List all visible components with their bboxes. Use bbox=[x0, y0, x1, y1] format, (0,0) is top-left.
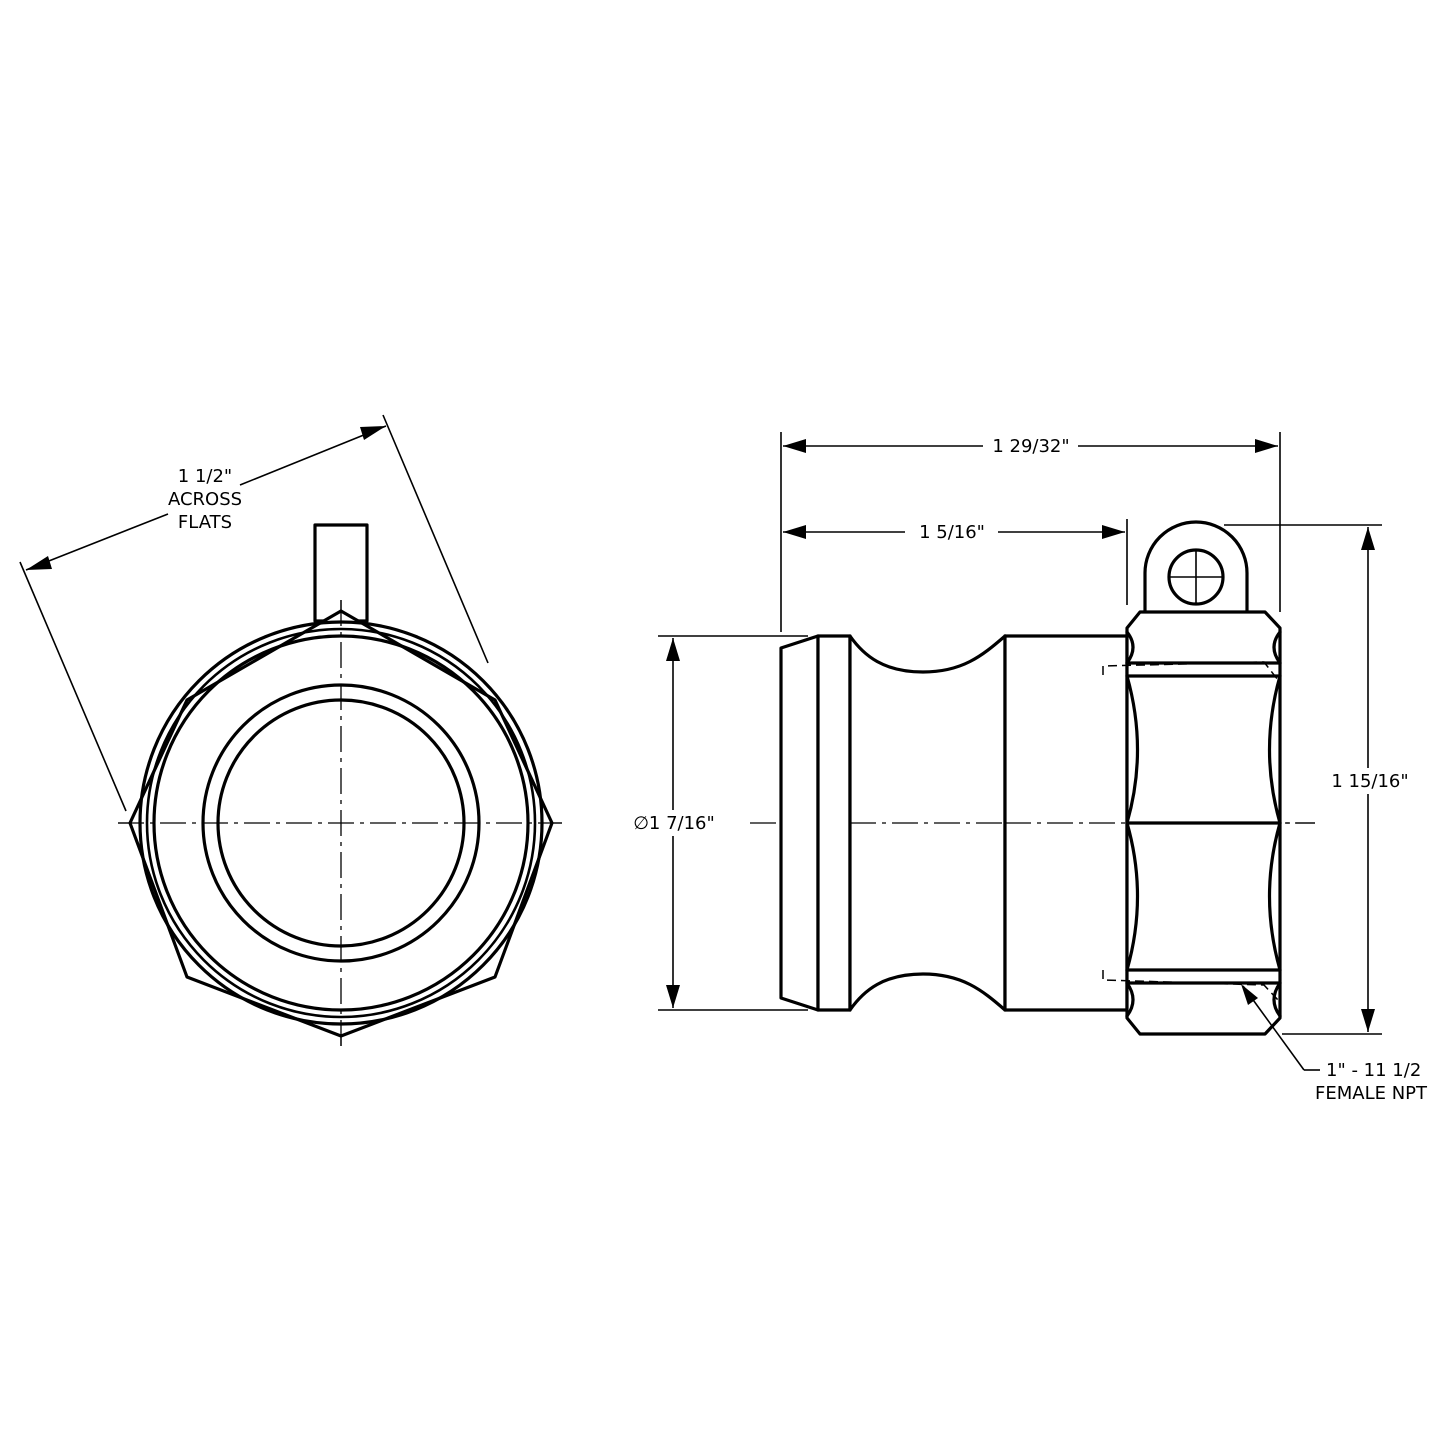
lanyard-hole bbox=[1167, 548, 1225, 606]
shank-length-dimension: 1 5/16" bbox=[783, 522, 1125, 543]
groove-diameter-value: ∅1 7/16" bbox=[633, 813, 715, 834]
thread-ring-2 bbox=[145, 627, 537, 1019]
overall-length-value: 1 29/32" bbox=[992, 436, 1069, 457]
thread-callout: 1" - 11 1/2 FEMALE NPT bbox=[1241, 984, 1428, 1104]
overall-height-value: 1 15/16" bbox=[1331, 771, 1408, 792]
across-flats-value: 1 1/2" bbox=[178, 466, 232, 487]
across-flats-label-1: ACROSS bbox=[168, 489, 242, 510]
hidden-thread-bottom bbox=[1102, 970, 1279, 1001]
thread-callout-line2: FEMALE NPT bbox=[1315, 1083, 1428, 1104]
dim-arrow-right bbox=[360, 426, 386, 440]
dim-arrow-left bbox=[26, 556, 52, 570]
overall-height-dimension: 1 15/16" bbox=[1330, 527, 1410, 1032]
across-flats-label-2: FLATS bbox=[178, 512, 232, 533]
coupling-lip bbox=[779, 634, 820, 1012]
shank-length-value: 1 5/16" bbox=[919, 522, 985, 543]
lanyard-tab bbox=[1143, 520, 1249, 624]
coupling-flange bbox=[816, 634, 852, 1012]
across-flats-dimension: 1 1/2" ACROSS FLATS bbox=[19, 414, 489, 812]
overall-length-dimension: 1 29/32" bbox=[783, 436, 1278, 457]
side-view: 1 29/32" 1 5/16" ∅1 7/16" 1 15/16" bbox=[630, 432, 1428, 1104]
end-view: 1 1/2" ACROSS FLATS bbox=[19, 414, 562, 1046]
hidden-thread-top bbox=[1102, 661, 1279, 681]
thread-callout-line1: 1" - 11 1/2 bbox=[1326, 1060, 1421, 1081]
groove-diameter-dimension: ∅1 7/16" bbox=[630, 638, 720, 1008]
